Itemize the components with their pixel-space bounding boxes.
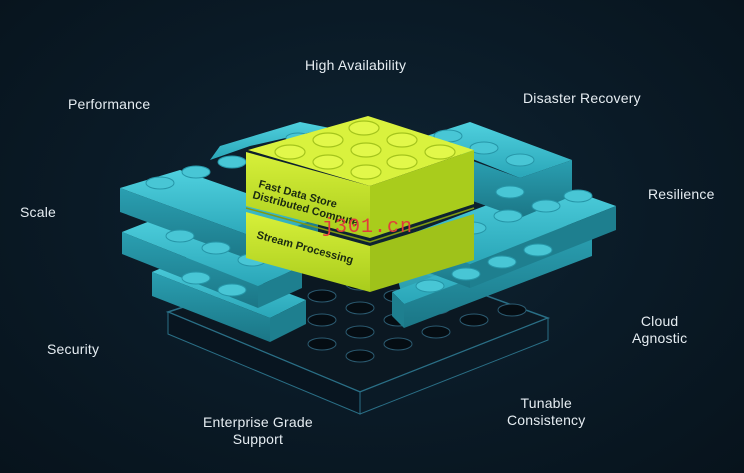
label-disaster-recovery: Disaster Recovery	[523, 90, 641, 106]
label-enterprise-support-line1: Enterprise Grade	[203, 414, 313, 430]
label-tunable-consistency: Tunable Consistency	[507, 395, 585, 429]
watermark: j301.cn	[322, 216, 414, 239]
cyan-brick-studs	[145, 129, 593, 297]
label-high-availability: High Availability	[305, 57, 407, 73]
label-resilience: Resilience	[648, 186, 715, 202]
label-cloud-agnostic-line1: Cloud	[640, 313, 679, 329]
label-tunable-consistency-line2: Consistency	[507, 412, 586, 428]
label-tunable-consistency-line1: Tunable	[520, 395, 572, 411]
lime-block-studs	[274, 120, 456, 180]
label-scale: Scale	[20, 204, 57, 220]
label-performance: Performance	[68, 96, 151, 112]
label-security: Security	[47, 341, 100, 357]
label-enterprise-grade-support: Enterprise Grade Support	[203, 414, 313, 448]
cyan-brick-back-left	[210, 122, 330, 160]
label-enterprise-support-line2: Support	[232, 431, 284, 447]
label-cloud-agnostic: Cloud Agnostic	[632, 313, 687, 347]
label-cloud-agnostic-line2: Agnostic	[632, 330, 688, 346]
